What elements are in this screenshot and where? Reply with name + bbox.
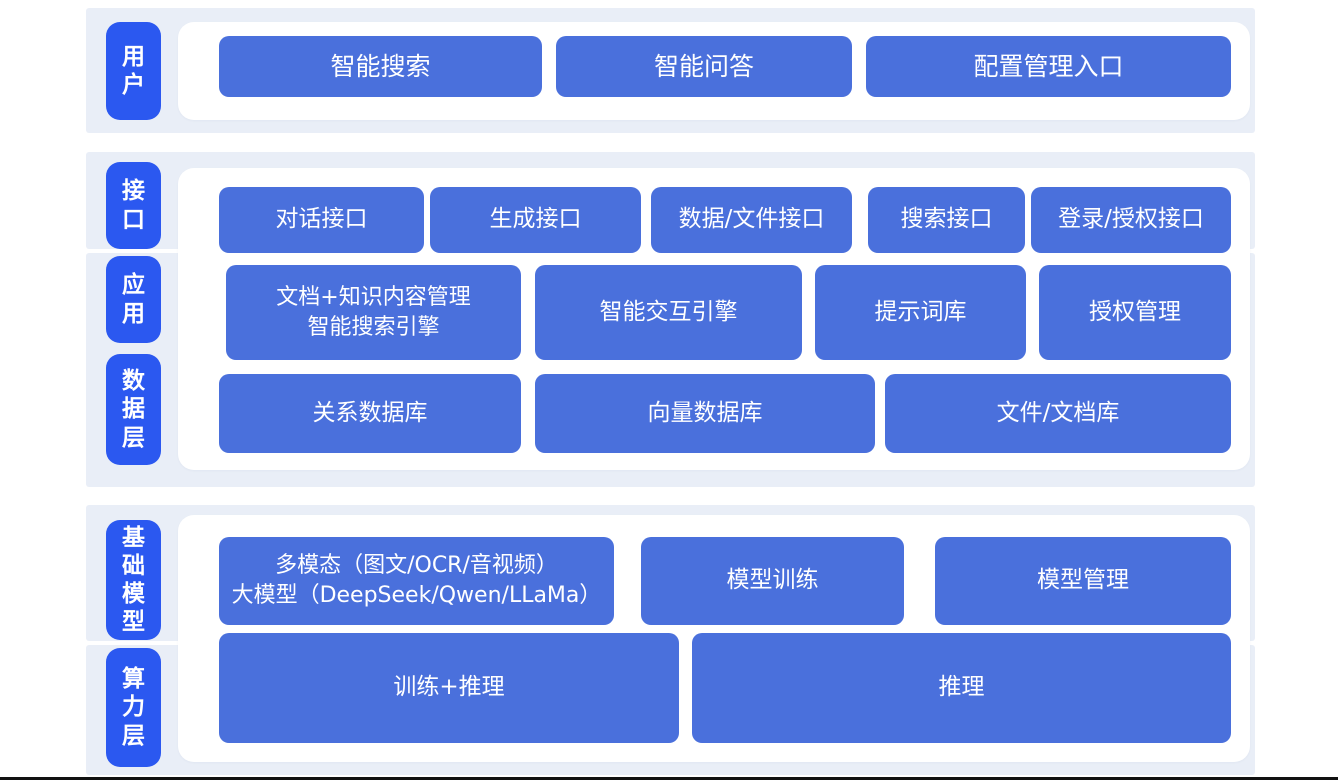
- layer-label-user: 用户: [106, 22, 161, 120]
- box-data-file-api: 数据/文件接口: [651, 187, 852, 253]
- layer-label-text: 应用: [122, 272, 145, 327]
- box-smart-interaction-engine: 智能交互引擎: [535, 265, 802, 360]
- box-label: 模型训练: [726, 567, 819, 594]
- box-label: 智能问答: [653, 51, 754, 81]
- box-multimodal-llm: 多模态（图文/OCR/音视频） 大模型（DeepSeek/Qwen/LLaMa）: [219, 537, 614, 625]
- box-generation-api: 生成接口: [430, 187, 641, 253]
- box-prompt-library: 提示词库: [815, 265, 1026, 360]
- box-label: 授权管理: [1089, 298, 1181, 325]
- layer-label-text: 接口: [122, 178, 145, 233]
- box-training-plus-inference: 训练+推理: [219, 633, 679, 743]
- box-doc-knowledge-search-engine: 文档+知识内容管理 智能搜索引擎: [226, 265, 521, 360]
- box-relational-database: 关系数据库: [219, 374, 521, 453]
- box-auth-management: 授权管理: [1039, 265, 1231, 360]
- box-label: 数据/文件接口: [678, 206, 825, 233]
- box-label: 提示词库: [874, 298, 967, 325]
- box-config-management-entry: 配置管理入口: [866, 36, 1231, 97]
- box-label: 推理: [938, 674, 985, 701]
- layer-label-interface: 接口: [106, 162, 161, 249]
- box-smart-search: 智能搜索: [219, 36, 542, 97]
- layer-label-application: 应用: [106, 256, 161, 343]
- layer-label-text: 基础模型: [122, 524, 145, 636]
- box-label: 文档+知识内容管理 智能搜索引擎: [276, 284, 471, 340]
- box-dialog-api: 对话接口: [219, 187, 424, 253]
- box-label: 登录/授权接口: [1058, 206, 1204, 233]
- box-label: 智能搜索: [330, 51, 431, 81]
- layer-label-foundation-model: 基础模型: [106, 520, 161, 640]
- box-smart-qa: 智能问答: [556, 36, 852, 97]
- layer-label-data: 数据层: [106, 354, 161, 465]
- box-model-management: 模型管理: [935, 537, 1231, 625]
- layer-label-compute: 算力层: [106, 648, 161, 767]
- layer-label-text: 用户: [122, 43, 145, 98]
- box-model-training: 模型训练: [641, 537, 904, 625]
- box-label: 生成接口: [489, 206, 582, 233]
- box-label: 搜索接口: [900, 206, 993, 233]
- box-label: 关系数据库: [312, 399, 428, 426]
- box-login-auth-api: 登录/授权接口: [1031, 187, 1231, 253]
- box-label: 文件/文档库: [996, 399, 1120, 426]
- box-label: 多模态（图文/OCR/音视频） 大模型（DeepSeek/Qwen/LLaMa）: [231, 553, 602, 608]
- box-label: 模型管理: [1037, 567, 1129, 594]
- layer-label-text: 数据层: [122, 368, 145, 451]
- layer-label-text: 算力层: [122, 666, 145, 749]
- box-label: 对话接口: [275, 206, 368, 233]
- box-file-document-store: 文件/文档库: [885, 374, 1231, 453]
- box-vector-database: 向量数据库: [535, 374, 875, 453]
- box-label: 配置管理入口: [973, 51, 1124, 81]
- box-label: 智能交互引擎: [599, 298, 738, 325]
- box-label: 向量数据库: [647, 399, 763, 426]
- box-inference: 推理: [692, 633, 1231, 743]
- bottom-border-line: [0, 777, 1338, 780]
- box-search-api: 搜索接口: [868, 187, 1025, 253]
- box-label: 训练+推理: [393, 674, 505, 701]
